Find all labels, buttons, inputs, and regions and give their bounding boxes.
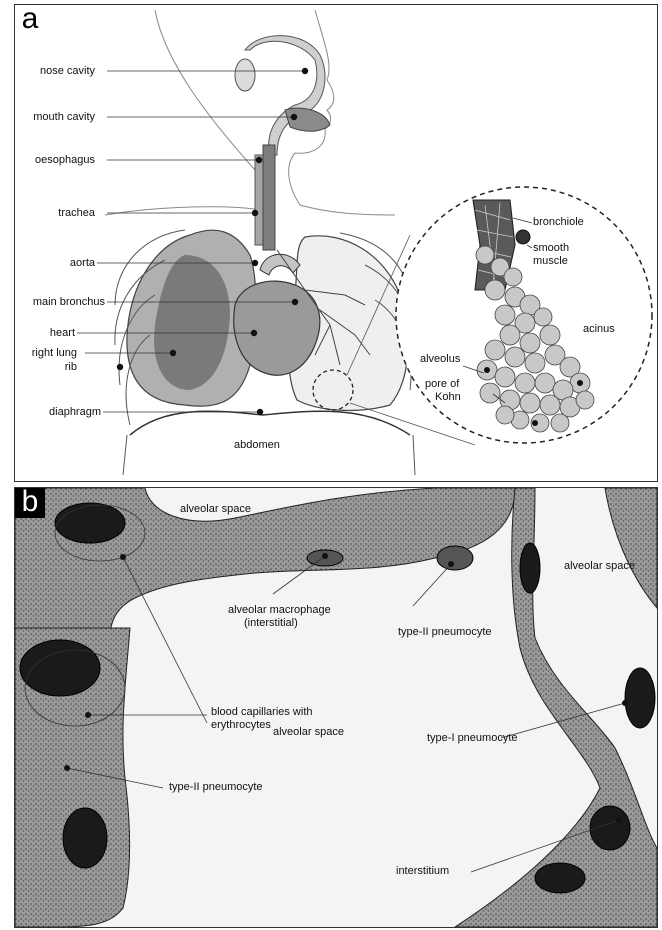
trachea-tube (263, 145, 275, 250)
diaphragm-line (130, 411, 410, 435)
aorta-arch (260, 254, 300, 275)
label-interstitium: interstitium (396, 865, 449, 878)
label-nose-cavity: nose cavity (38, 65, 97, 78)
panel-b-alveolar-micrograph: b (14, 487, 658, 928)
label-alveolus: alveolus (420, 353, 460, 366)
panel-a-respiratory-system: a (14, 4, 658, 482)
shoulder-line (105, 207, 260, 215)
label-smooth-1: smooth (533, 242, 569, 255)
label-aorta: aorta (68, 257, 97, 270)
nasal-cavity (245, 36, 325, 155)
label-smooth-2: muscle (533, 255, 568, 268)
label-kohn: Kohn (435, 391, 461, 404)
smooth-muscle-blob (516, 230, 530, 244)
label-capillaries-1: blood capillaries with (211, 706, 313, 719)
label-bronchiole: bronchiole (533, 216, 584, 229)
label-capillaries-2: erythrocytes (211, 719, 271, 732)
label-alveolar-space-center: alveolar space (273, 726, 344, 739)
label-macrophage-1: alveolar macrophage (228, 604, 331, 617)
label-abdomen: abdomen (234, 439, 280, 452)
label-macrophage-2: (interstitial) (244, 617, 298, 630)
label-mouth-cavity: mouth cavity (31, 111, 97, 124)
label-diaphragm: diaphragm (47, 406, 103, 419)
label-trachea: trachea (56, 207, 97, 220)
ear (235, 59, 255, 91)
label-acinus: acinus (583, 323, 615, 336)
label-right-lung: right lung (30, 347, 79, 360)
oesophagus-tube (255, 155, 263, 245)
tissue-top-right (605, 488, 657, 608)
label-type1-pneumocyte: type-I pneumocyte (427, 732, 518, 745)
label-type2-pneumocyte-top: type-II pneumocyte (398, 626, 492, 639)
label-oesophagus: oesophagus (33, 154, 97, 167)
micrograph-drawing (15, 488, 657, 927)
label-alveolar-space-right: alveolar space (564, 560, 635, 573)
label-alveolar-space-top: alveolar space (180, 503, 251, 516)
leader-lines-b (67, 556, 625, 872)
mouth-cavity-shape (285, 108, 330, 131)
label-rib: rib (63, 361, 79, 374)
label-heart: heart (48, 327, 77, 340)
panel-letter-a: a (15, 5, 45, 35)
label-type2-pneumocyte-bottom: type-II pneumocyte (169, 781, 263, 794)
label-main-bronchus: main bronchus (31, 296, 107, 309)
panel-letter-b: b (15, 488, 45, 518)
label-pore-of: pore of (425, 378, 459, 391)
